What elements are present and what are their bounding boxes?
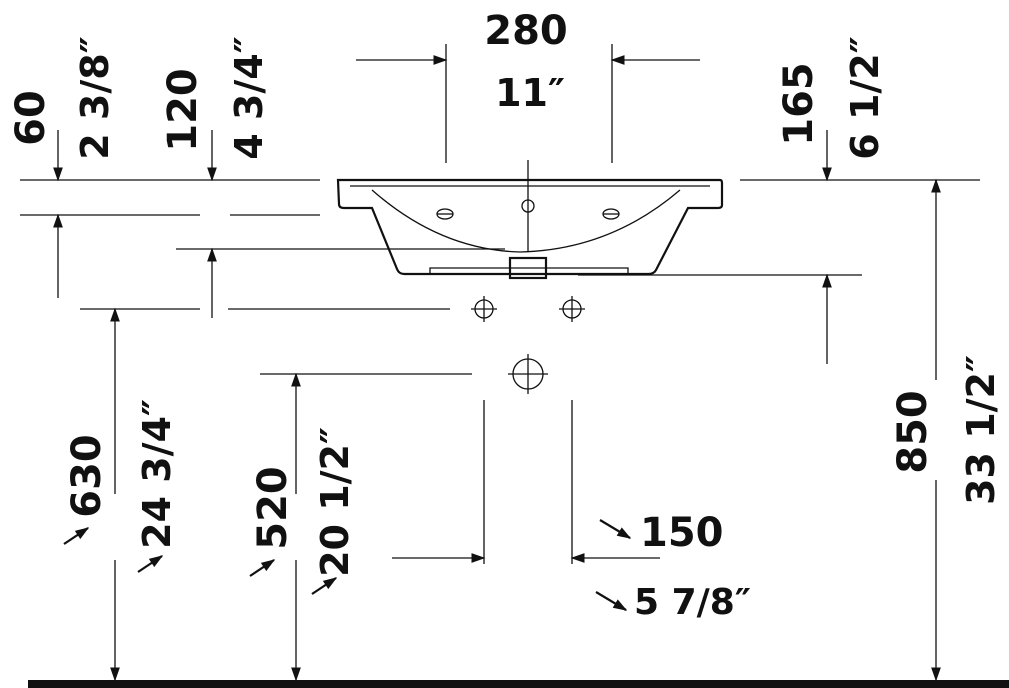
label-holes-height-in: 24 3/4″ [135,399,179,549]
label-rim-holes-mm: 120 [160,68,206,152]
label-drain-spacing-in: 5 7/8″ [634,582,751,623]
label-rim-trap-mm: 165 [776,62,822,146]
label-rim-top-mm: 60 [8,90,54,146]
label-drain-spacing-mm: 150 [640,510,724,556]
washbasin-outline [336,160,724,280]
leader-arrows [63,519,632,611]
tap-hole-icons [436,199,620,220]
label-rim-holes-in: 4 3/4″ [227,36,271,159]
supply-connection-right-icon [559,296,585,322]
label-total-height-mm: 850 [890,390,936,474]
label-holes-height-mm: 630 [64,434,110,518]
supply-connection-left-icon [471,296,497,322]
label-drain-height-in: 20 1/2″ [313,427,357,577]
floor-line [28,680,1009,688]
label-total-height-in: 33 1/2″ [959,355,1003,505]
drain-connection-icon [508,354,548,394]
label-rim-top-in: 2 3/8″ [73,36,117,159]
label-rim-trap-in: 6 1/2″ [843,36,887,159]
label-width-mm: 280 [484,8,568,54]
dimension-arrows [53,55,941,682]
label-drain-height-mm: 520 [250,466,296,550]
label-width-in: 11″ [495,71,565,115]
